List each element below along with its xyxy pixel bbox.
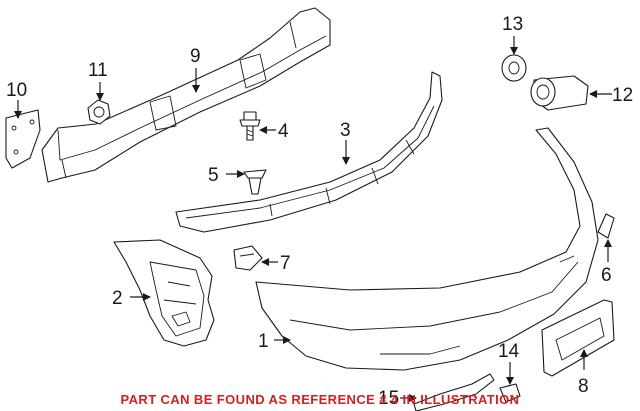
callout-2: 2 — [112, 288, 123, 309]
bracket-plate-part[interactable] — [5, 109, 41, 169]
callout-1: 1 — [258, 331, 269, 352]
reference-notice: PART CAN BE FOUND AS REFERENCE # 4 IN IL… — [121, 392, 520, 407]
callout-13: 13 — [502, 14, 523, 35]
parking-sensor-part[interactable] — [530, 75, 589, 111]
license-bracket-part[interactable] — [541, 299, 615, 377]
callout-7: 7 — [280, 253, 291, 274]
push-clip-part[interactable] — [243, 169, 267, 195]
small-insert-part[interactable] — [597, 213, 615, 239]
callout-5: 5 — [208, 165, 219, 186]
callout-8: 8 — [578, 376, 589, 397]
sensor-ring-part[interactable] — [501, 54, 527, 82]
callout-15: 15 — [378, 388, 399, 409]
callout-11: 11 — [88, 60, 108, 81]
callout-14: 14 — [498, 341, 520, 362]
side-bracket-part[interactable] — [113, 239, 215, 347]
bumper-cover-part[interactable] — [255, 127, 599, 371]
callout-12: 12 — [612, 85, 633, 106]
small-clip-part[interactable] — [499, 383, 521, 403]
callout-4: 4 — [278, 121, 289, 142]
energy-absorber-part[interactable] — [175, 71, 443, 233]
bolt-part[interactable] — [239, 111, 261, 141]
callout-6: 6 — [601, 265, 612, 286]
trim-strip-part[interactable] — [413, 373, 495, 411]
callout-10: 10 — [6, 80, 27, 101]
callout-9: 9 — [190, 46, 201, 67]
callout-3: 3 — [340, 120, 351, 141]
impact-bar-part[interactable] — [41, 7, 331, 183]
clip-nut-part[interactable] — [233, 245, 263, 271]
callout-labels: 9 11 10 4 3 5 13 12 6 7 2 1 8 14 15 — [6, 14, 633, 409]
leader-lines — [14, 36, 612, 402]
